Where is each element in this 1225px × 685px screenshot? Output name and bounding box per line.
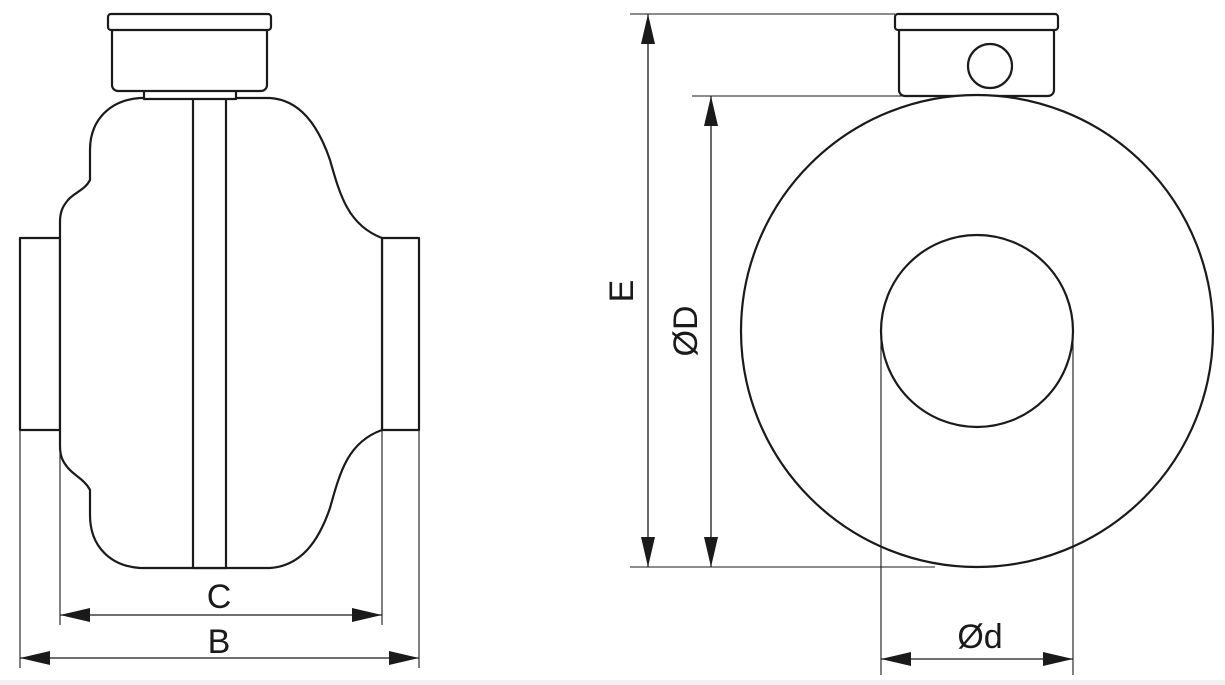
dimension-b-label: B	[208, 623, 231, 661]
cable-gland	[966, 42, 1014, 90]
terminal-box-lid	[106, 12, 273, 32]
right-spigot	[380, 236, 421, 432]
dimension-inner-diameter: Ød	[881, 618, 1073, 666]
left-spigot	[18, 236, 62, 432]
bottom-strip	[0, 680, 1225, 685]
dimension-outer-diameter-label: ØD	[667, 306, 705, 357]
dimension-e: E	[603, 14, 655, 567]
dimension-c: C	[60, 578, 382, 622]
dimension-e-label: E	[603, 280, 641, 303]
front-view: E ØD Ød	[603, 12, 1215, 675]
side-view: C B	[18, 12, 421, 668]
terminal-box	[110, 24, 269, 93]
dimension-b: B	[20, 623, 419, 665]
dimension-inner-diameter-label: Ød	[957, 618, 1002, 656]
duct-opening-circle	[879, 233, 1075, 429]
dimension-outer-diameter: ØD	[667, 96, 718, 567]
dimension-c-label: C	[207, 578, 232, 616]
clamp-band	[191, 96, 228, 570]
front-terminal-box-lid	[893, 12, 1060, 32]
